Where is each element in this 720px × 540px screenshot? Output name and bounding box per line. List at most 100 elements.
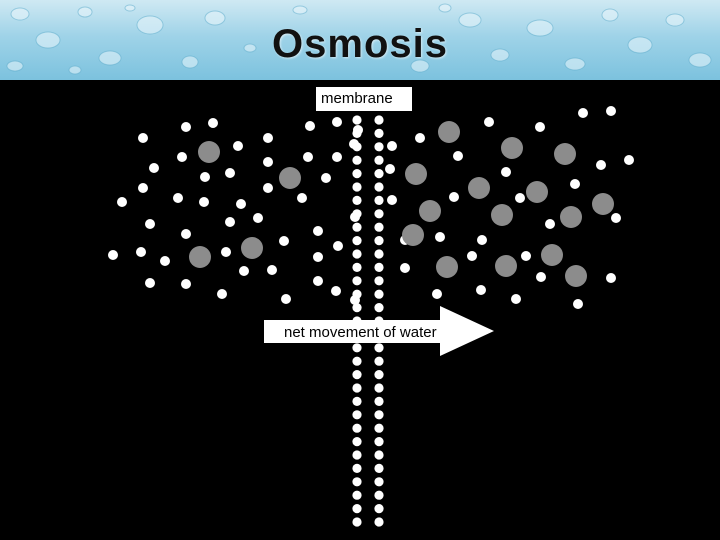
net-movement-arrow (264, 306, 494, 356)
water-molecule (145, 278, 155, 288)
membrane-dot (352, 356, 362, 366)
membrane-dot (374, 477, 384, 487)
membrane-dot (352, 437, 362, 447)
osmosis-diagram (108, 106, 634, 527)
water-molecule (321, 173, 331, 183)
membrane-dot (352, 490, 362, 500)
water-molecule (200, 172, 210, 182)
water-molecule (606, 106, 616, 116)
membrane-dot (352, 504, 362, 514)
membrane-dot (374, 343, 384, 353)
water-molecule (387, 141, 397, 151)
membrane-dot (352, 370, 362, 380)
membrane-dot (352, 477, 362, 487)
water-molecule (117, 197, 127, 207)
membrane-dot (374, 383, 384, 393)
water-molecule (313, 252, 323, 262)
water-molecule (400, 263, 410, 273)
membrane-dot (374, 169, 384, 179)
water-molecule (501, 167, 511, 177)
membrane-dot (374, 410, 384, 420)
water-molecule (160, 256, 170, 266)
water-molecule (545, 219, 555, 229)
solute-molecules (189, 121, 614, 287)
water-molecule (181, 279, 191, 289)
water-molecule (385, 164, 395, 174)
water-molecule (624, 155, 634, 165)
water-molecule (415, 133, 425, 143)
water-molecule (332, 152, 342, 162)
membrane-dot (352, 396, 362, 406)
membrane-dot (352, 343, 362, 353)
water-molecule (199, 197, 209, 207)
solute-molecule (279, 167, 301, 189)
solute-molecule (526, 181, 548, 203)
water-molecule (177, 152, 187, 162)
solute-molecule (468, 177, 490, 199)
water-molecule (279, 236, 289, 246)
membrane-dot (374, 490, 384, 500)
membrane-dot (374, 303, 384, 313)
water-molecules (108, 106, 634, 309)
water-molecule (263, 157, 273, 167)
membrane-dot (352, 195, 362, 205)
water-molecule (225, 168, 235, 178)
water-molecule (136, 247, 146, 257)
water-molecule (305, 121, 315, 131)
water-molecule (432, 289, 442, 299)
water-molecule (477, 235, 487, 245)
membrane-dot (352, 410, 362, 420)
membrane-dot (352, 262, 362, 272)
water-molecule (332, 117, 342, 127)
membrane-dot (352, 182, 362, 192)
water-molecule (331, 286, 341, 296)
solute-molecule (495, 255, 517, 277)
solute-molecule (402, 224, 424, 246)
water-molecule (484, 117, 494, 127)
water-molecule (225, 217, 235, 227)
membrane-dot (374, 396, 384, 406)
solute-molecule (554, 143, 576, 165)
membrane-dot (352, 423, 362, 433)
water-molecule (578, 108, 588, 118)
membrane-dot (374, 182, 384, 192)
membrane-dot (374, 370, 384, 380)
membrane-dot (374, 222, 384, 232)
solute-molecule (592, 193, 614, 215)
water-molecule (435, 232, 445, 242)
water-molecule (303, 152, 313, 162)
membrane-dot (352, 155, 362, 165)
water-molecule (239, 266, 249, 276)
water-molecule (387, 195, 397, 205)
solute-molecule (436, 256, 458, 278)
membrane-dot (352, 236, 362, 246)
membrane-dot (352, 249, 362, 259)
slide-title: Osmosis (272, 22, 448, 66)
membrane-dot (352, 142, 362, 152)
membrane-dot (352, 209, 362, 219)
membrane-dot (374, 504, 384, 514)
membrane-dot (374, 236, 384, 246)
solute-molecule (501, 137, 523, 159)
membrane-dot (374, 128, 384, 138)
water-molecule (596, 160, 606, 170)
membrane-dot (352, 383, 362, 393)
water-molecule (449, 192, 459, 202)
membrane-dot (374, 356, 384, 366)
membrane-dot (352, 115, 362, 125)
water-molecule (181, 229, 191, 239)
membrane-dot (352, 463, 362, 473)
membrane-dot (374, 209, 384, 219)
water-molecule (515, 193, 525, 203)
water-molecule (313, 226, 323, 236)
arrow-label: net movement of water (284, 324, 437, 341)
water-molecule (535, 122, 545, 132)
membrane-dot (374, 155, 384, 165)
water-molecule (281, 294, 291, 304)
membrane-dot (374, 276, 384, 286)
water-molecule (138, 133, 148, 143)
water-molecule (217, 289, 227, 299)
water-molecule (267, 265, 277, 275)
membrane-dot (374, 262, 384, 272)
membrane-dot (374, 289, 384, 299)
